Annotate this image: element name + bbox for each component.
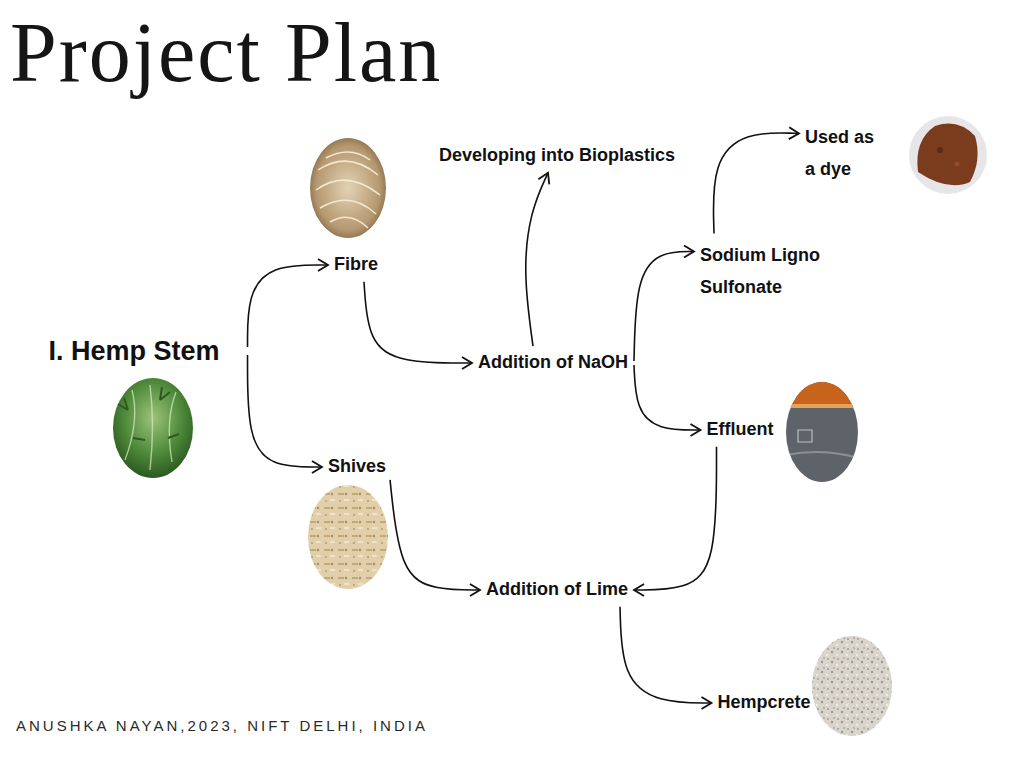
hempcrete-photo — [812, 636, 892, 736]
credit-caption: ANUSHKA NAYAN,2023, NIFT DELHI, INDIA — [16, 717, 428, 734]
flow-step: Used as a dye — [805, 122, 881, 185]
dye-photo — [909, 116, 987, 194]
flow-step: Hempcrete — [717, 692, 810, 714]
flow-arrow — [248, 355, 322, 467]
step-label: Used as a dye — [805, 122, 881, 185]
flow-arrow — [620, 607, 711, 703]
flow-step: Addition of Lime — [486, 579, 628, 601]
flow-step: Addition of NaOH — [478, 352, 628, 374]
step-label: Fibre — [334, 254, 378, 276]
flow-arrow — [248, 265, 328, 347]
step-label: Shives — [328, 456, 386, 478]
flow-step: I. Hemp Stem — [48, 335, 219, 367]
flow-arrow — [390, 480, 480, 590]
step-label: Addition of NaOH — [478, 352, 628, 374]
step-label: Addition of Lime — [486, 579, 628, 601]
flow-step: Effluent — [707, 419, 774, 441]
flow-arrow — [634, 447, 717, 590]
flow-arrow — [526, 173, 548, 346]
flow-arrow — [713, 133, 799, 234]
flow-arrow — [634, 252, 694, 362]
flow-step: Fibre — [334, 254, 378, 276]
shives-photo — [308, 485, 388, 589]
flow-arrow — [634, 365, 701, 430]
effluent-photo — [786, 382, 858, 482]
flow-step: Shives — [328, 456, 386, 478]
step-label: I. Hemp Stem — [48, 335, 219, 367]
flow-step: Developing into Bioplastics — [439, 145, 675, 167]
diagram-title: Project Plan — [10, 4, 442, 101]
step-label: Hempcrete — [717, 692, 810, 714]
step-label: Developing into Bioplastics — [439, 145, 675, 167]
hemp-photo — [113, 378, 193, 478]
fibre-photo — [310, 138, 386, 238]
step-label: Effluent — [707, 419, 774, 441]
step-label: Sodium Ligno Sulfonate — [700, 240, 832, 303]
flow-arrow — [364, 282, 472, 363]
flow-step: Sodium Ligno Sulfonate — [700, 240, 832, 303]
